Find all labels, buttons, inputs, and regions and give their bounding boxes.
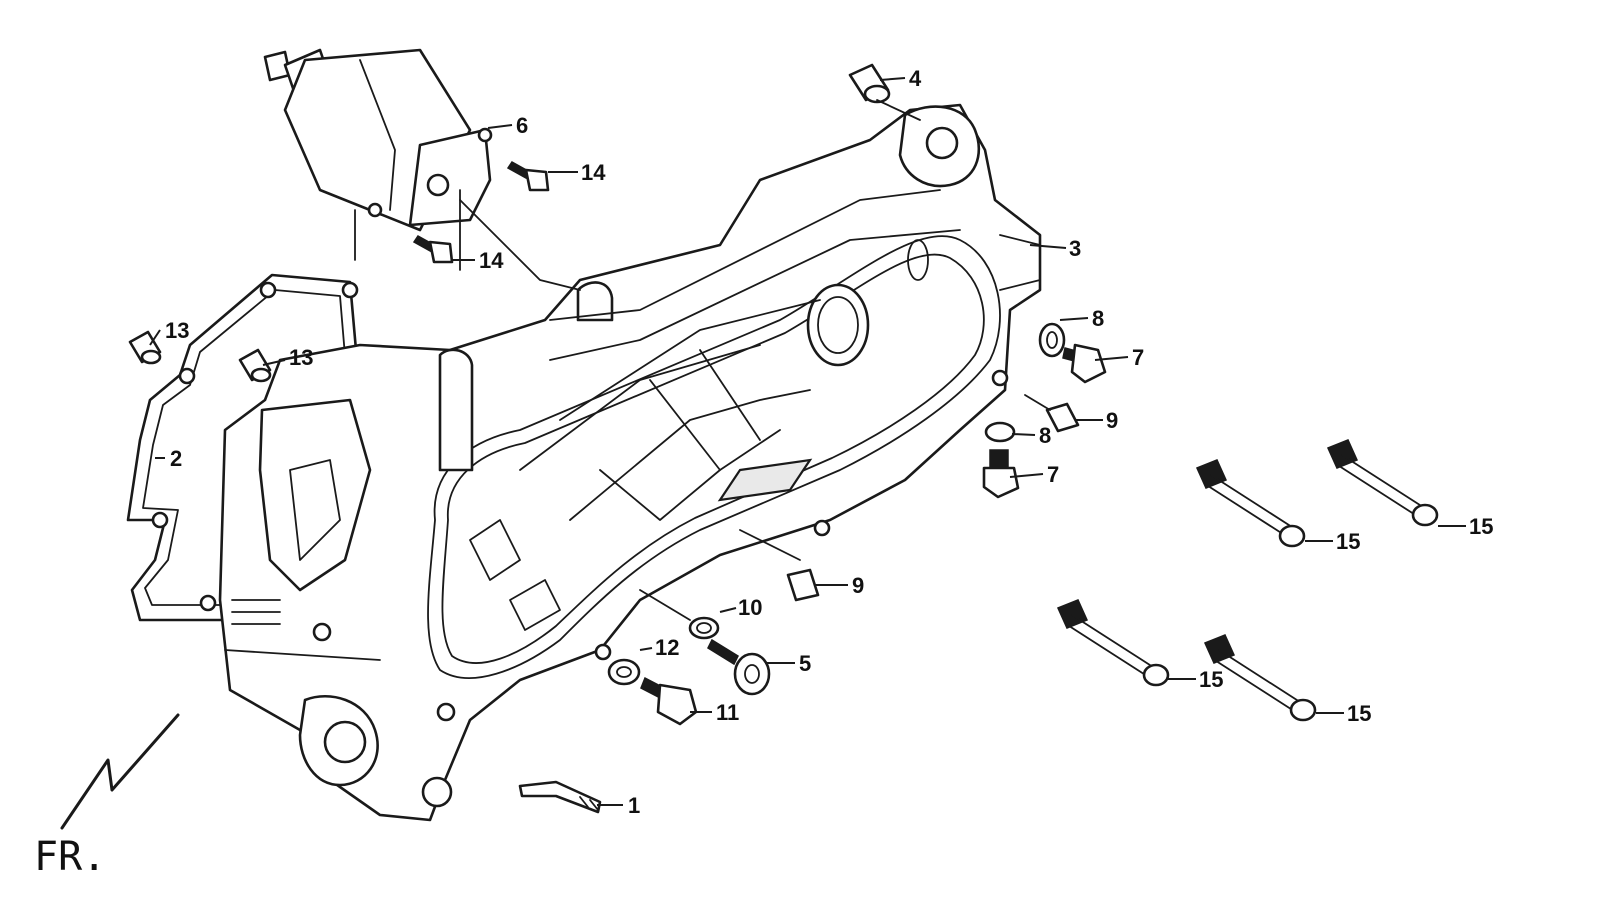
bushing-part-4 [848, 63, 891, 104]
callout-6: 6 [516, 113, 528, 138]
callout-7-lower: 7 [1047, 462, 1059, 487]
callout-15-c: 15 [1199, 667, 1223, 692]
dowel-pin-9-upper [1045, 402, 1080, 433]
drain-bolt-7-upper [1062, 343, 1107, 384]
pin-part-1 [518, 780, 602, 814]
callout-labels: 1 2 3 4 5 6 7 7 8 8 9 9 10 11 12 13 13 1… [165, 66, 1493, 818]
starter-motor [263, 48, 493, 271]
long-bolt-15-a [1195, 459, 1306, 548]
bolt-14-lower [412, 235, 454, 264]
o-ring-10 [688, 616, 720, 640]
callout-15-d: 15 [1347, 701, 1371, 726]
callout-12: 12 [655, 635, 679, 660]
dowel-pin-13-right [238, 348, 272, 383]
callout-14-lower: 14 [479, 248, 504, 273]
left-crankcase [218, 103, 1042, 822]
long-bolt-15-d [1203, 634, 1317, 722]
front-arrow-icon [60, 713, 180, 830]
leader-lines [149, 77, 1466, 806]
callout-15-a: 15 [1336, 529, 1360, 554]
drain-bolt-7-lower [982, 449, 1020, 499]
dowel-pin-13-left [128, 330, 162, 365]
callout-11: 11 [716, 700, 739, 725]
callout-13-left: 13 [165, 318, 189, 343]
callout-9-lower: 9 [852, 573, 864, 598]
long-bolt-15-c [1056, 599, 1170, 687]
callout-8-lower: 8 [1039, 423, 1051, 448]
front-direction-indicator: FR. [34, 713, 180, 880]
dowel-pin-9-lower [786, 568, 820, 602]
callout-8-upper: 8 [1092, 306, 1104, 331]
callout-4: 4 [909, 66, 922, 91]
washer-12 [607, 658, 641, 686]
washer-8-lower [984, 421, 1016, 443]
callout-13-right: 13 [289, 345, 313, 370]
front-label: FR. [34, 834, 106, 880]
washer-8-upper [1038, 322, 1066, 358]
callout-9-upper: 9 [1106, 408, 1118, 433]
callout-5: 5 [799, 651, 811, 676]
long-bolt-15-b [1326, 439, 1439, 527]
callout-2: 2 [170, 446, 182, 471]
drain-bolt-11 [640, 676, 698, 726]
callout-15-b: 15 [1469, 514, 1493, 539]
callout-14-upper: 14 [581, 160, 606, 185]
bolt-5 [707, 638, 771, 696]
bolt-14-upper [506, 161, 550, 192]
callout-7-upper: 7 [1132, 345, 1144, 370]
callout-3: 3 [1069, 236, 1081, 261]
callout-10: 10 [738, 595, 762, 620]
callout-1: 1 [628, 793, 640, 818]
